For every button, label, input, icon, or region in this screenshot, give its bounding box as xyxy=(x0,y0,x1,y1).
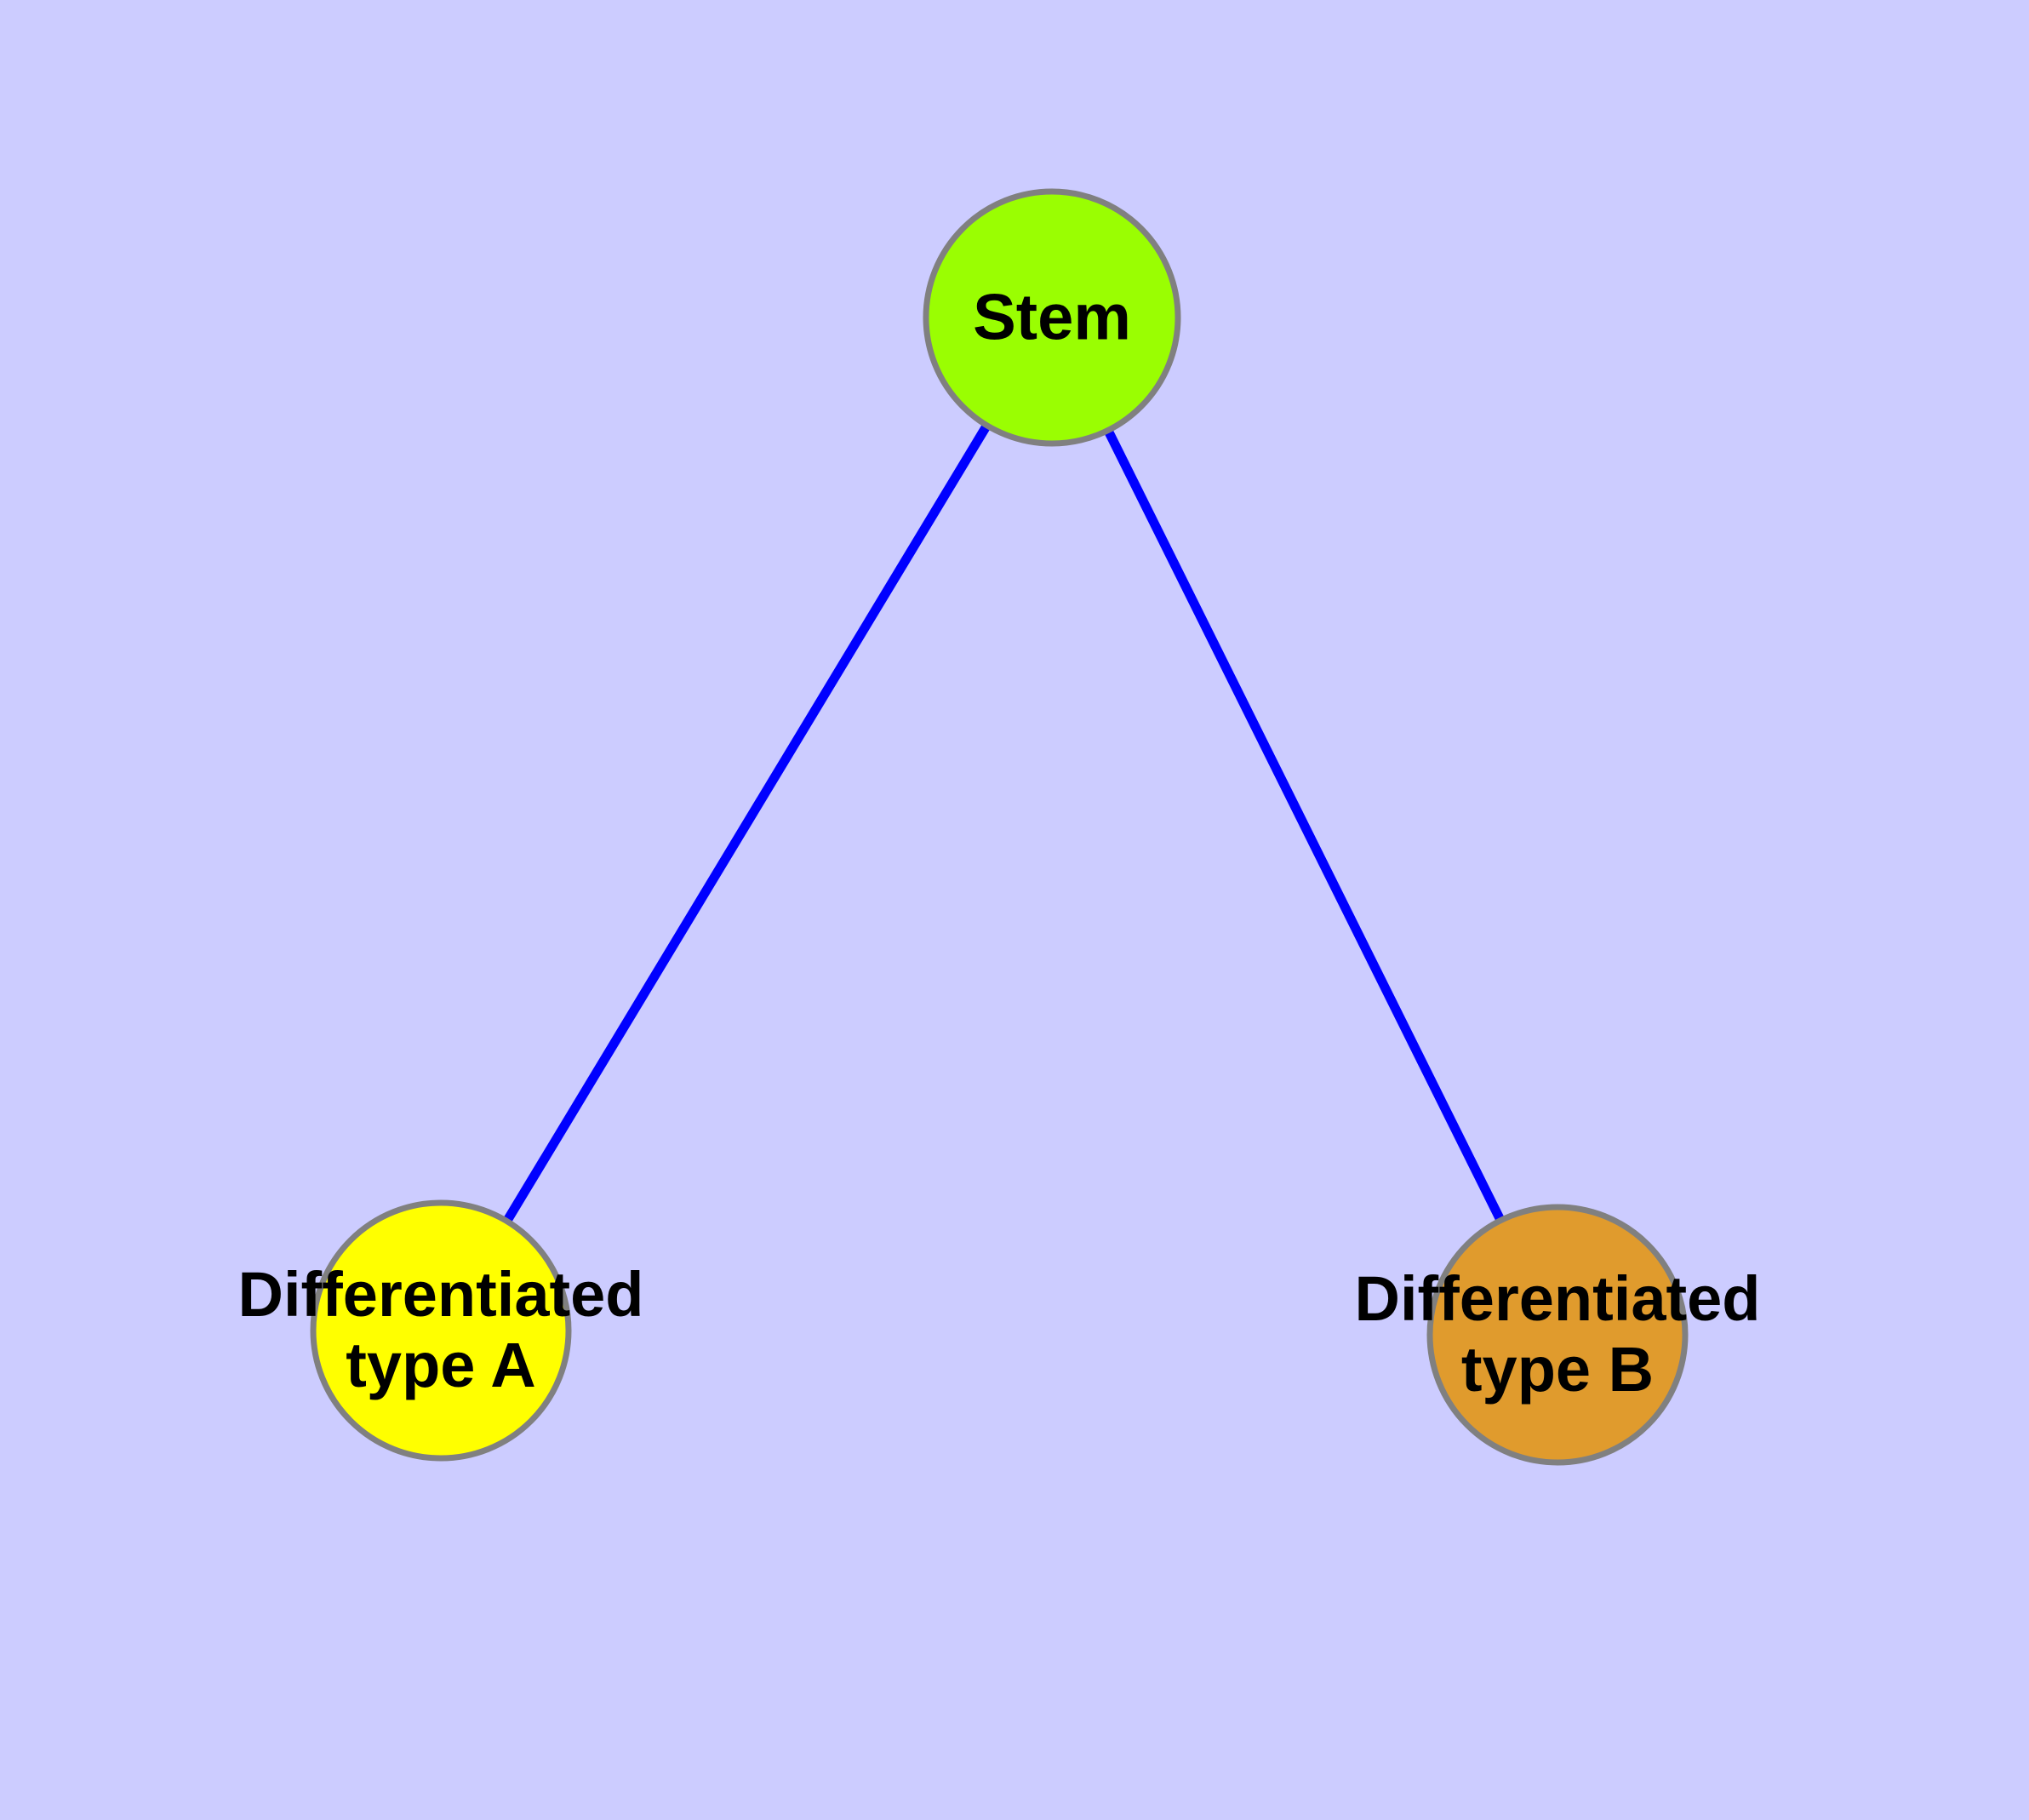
edge-layer xyxy=(437,315,1562,1337)
graph-node-diff_a[interactable] xyxy=(310,1199,572,1462)
graph-node-diff_b[interactable] xyxy=(1426,1204,1689,1466)
graph-edge[interactable] xyxy=(437,315,1056,1333)
graph-node-stem[interactable] xyxy=(923,188,1181,447)
graph-edge[interactable] xyxy=(1048,315,1562,1337)
node-layer xyxy=(310,188,1689,1466)
